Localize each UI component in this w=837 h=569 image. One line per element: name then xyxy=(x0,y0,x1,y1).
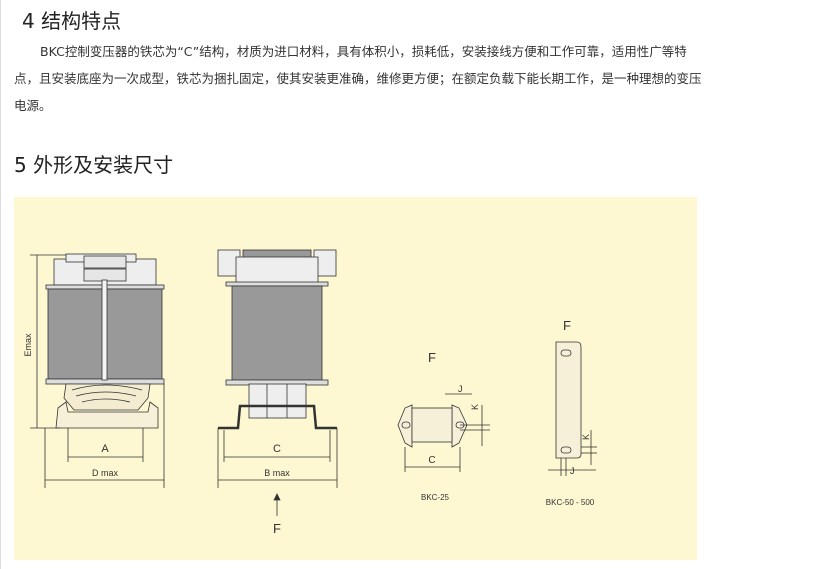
label-dmax: D max xyxy=(92,468,119,478)
label-f-bkc25: F xyxy=(428,350,436,365)
page-border xyxy=(0,0,1,569)
bkc-50-500-bracket: F J K BKC-50 - 500 xyxy=(546,318,597,507)
label-j-bkc50: J xyxy=(570,466,575,476)
label-c: C xyxy=(273,443,281,455)
label-k-bkc50: K xyxy=(581,434,591,440)
transformer-side-view: Emax A D max xyxy=(23,253,165,488)
dimension-drawing-panel: Emax A D max C B max F F C xyxy=(14,197,697,560)
label-emax: Emax xyxy=(23,333,33,357)
model-label-bkc50: BKC-50 - 500 xyxy=(546,498,595,507)
label-k-bkc25: K xyxy=(470,404,480,410)
label-j-bkc25: J xyxy=(458,384,463,394)
structure-paragraph: BKC控制变压器的铁芯为“C”结构，材质为进口材料，具有体积小，损耗低，安装接线… xyxy=(14,44,702,113)
bkc-25-bracket: F C J K BKC-25 xyxy=(397,350,490,502)
label-f-front: F xyxy=(273,521,281,536)
section-heading-dimensions: 5 外形及安装尺寸 xyxy=(14,153,174,177)
label-bmax: B max xyxy=(264,468,290,478)
dimension-drawing: Emax A D max C B max F F C xyxy=(23,249,597,536)
transformer-front-view: C B max F xyxy=(217,249,338,536)
label-a: A xyxy=(101,443,109,455)
model-label-bkc25: BKC-25 xyxy=(421,493,450,502)
label-f-bkc50: F xyxy=(563,318,571,333)
label-c-bkc25: C xyxy=(428,455,435,466)
section-heading-structure: 4 结构特点 xyxy=(22,9,122,33)
